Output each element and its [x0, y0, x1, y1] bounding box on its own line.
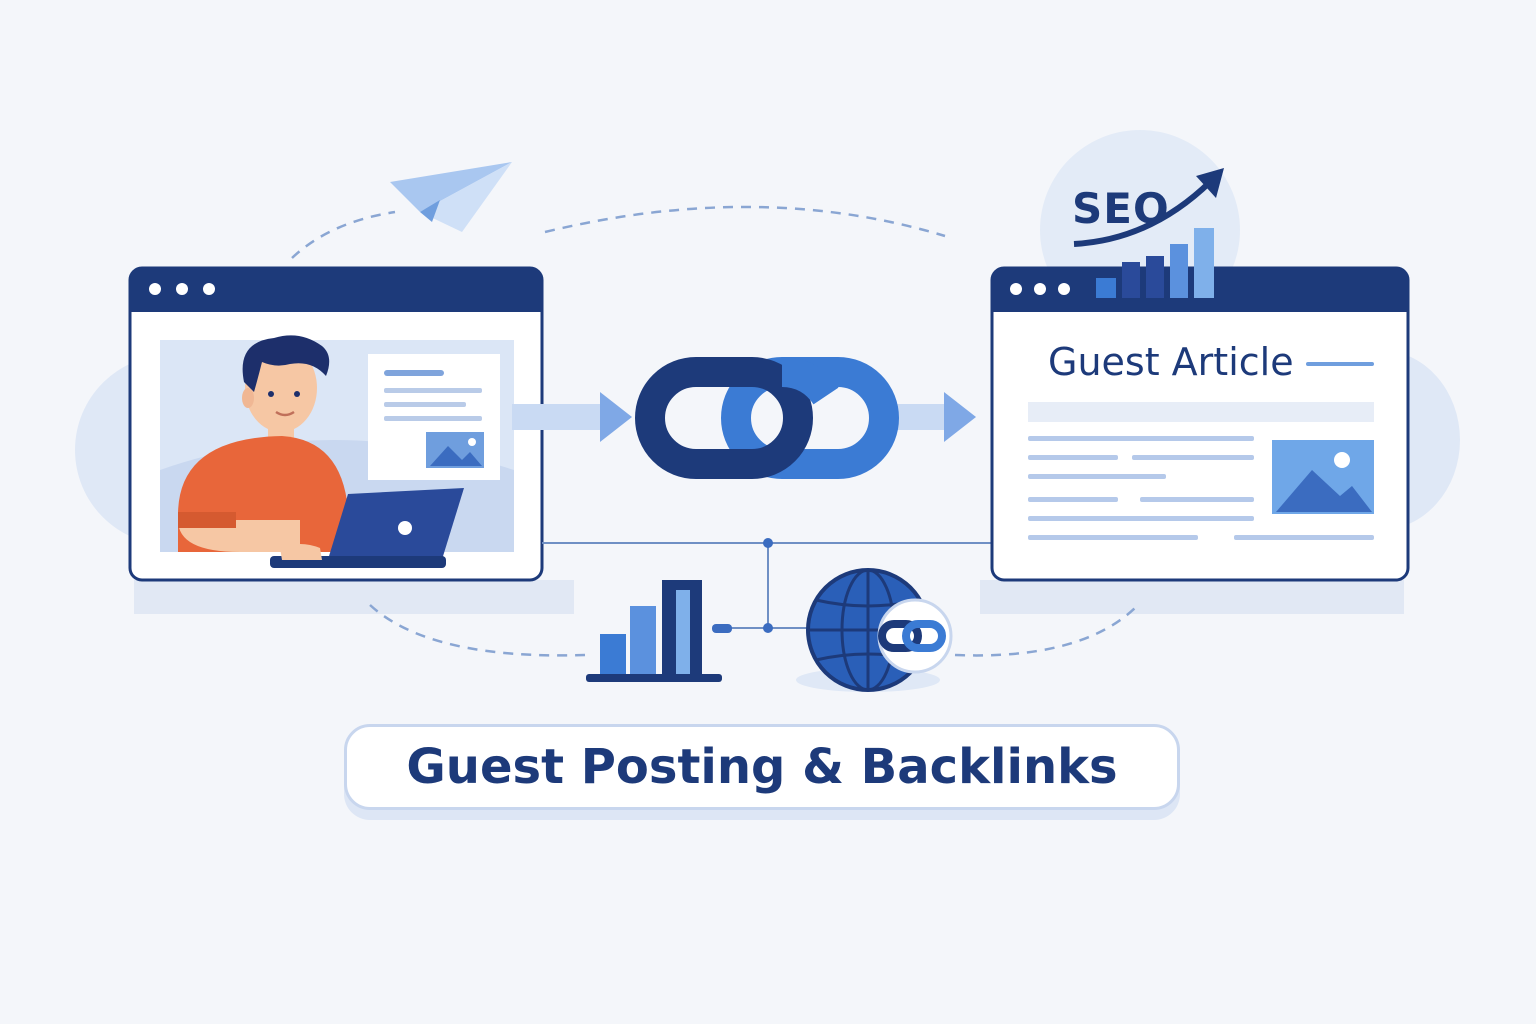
image-icon	[426, 432, 484, 468]
window-dot	[1034, 283, 1046, 295]
dashed-arc-bottom-right	[954, 607, 1136, 657]
trend-arrow-icon	[1073, 168, 1224, 247]
paper-plane-icon	[390, 162, 512, 232]
laptop-icon	[270, 488, 464, 568]
seo-label: SEO	[1072, 184, 1170, 233]
globe-icon	[796, 568, 953, 692]
dashed-arc-top-left	[291, 210, 396, 259]
article-subheading-bar	[1028, 402, 1374, 422]
window-dot	[1010, 283, 1022, 295]
window-right-shadow	[980, 580, 1404, 614]
draft-card	[368, 354, 500, 480]
title-banner: Guest Posting & Backlinks	[344, 724, 1180, 810]
window-left-shadow	[134, 580, 574, 614]
banner-title: Guest Posting & Backlinks	[406, 739, 1118, 795]
article-title: Guest Article	[1048, 340, 1294, 384]
author-window	[128, 266, 544, 582]
dashed-arc-bottom-left	[369, 604, 586, 657]
flow-arrow-left	[512, 392, 632, 442]
window-dot	[1058, 283, 1070, 295]
article-text-lines	[1028, 436, 1374, 540]
window-dot	[176, 283, 188, 295]
chain-link-icon	[635, 357, 899, 479]
network-connector	[542, 538, 994, 633]
window-dot	[149, 283, 161, 295]
person-figure	[178, 335, 348, 552]
bar-chart-icon	[586, 580, 722, 682]
dashed-arc-top	[544, 205, 946, 238]
article-window	[990, 228, 1410, 582]
image-icon	[1272, 440, 1374, 514]
globe-link-badge	[877, 598, 953, 674]
window-dot	[203, 283, 215, 295]
